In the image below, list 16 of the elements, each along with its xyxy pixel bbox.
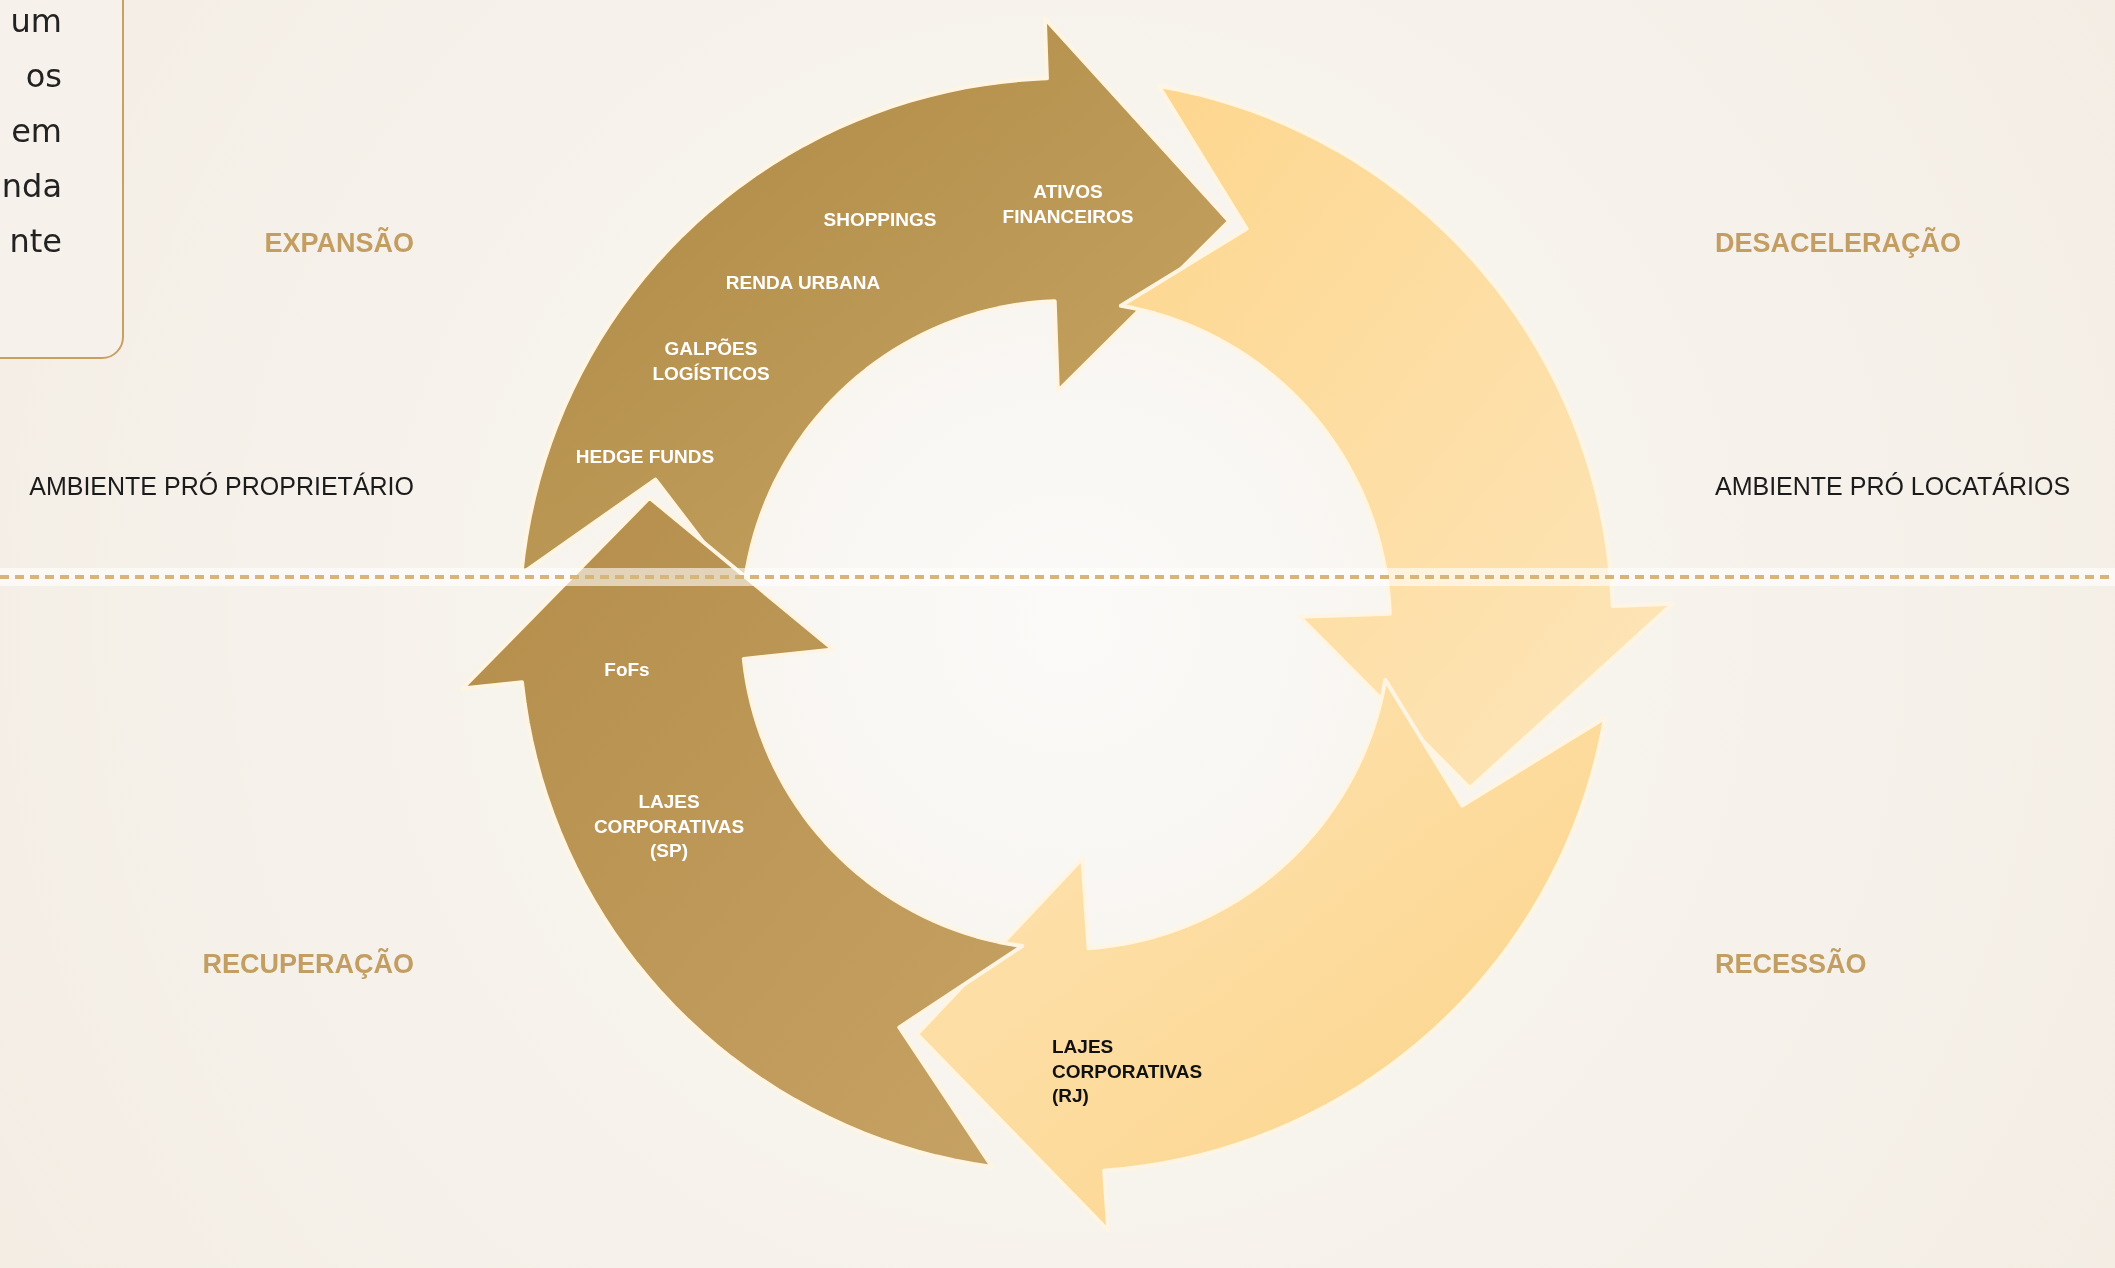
phase-label: EXPANSÃO [264,226,414,261]
phase-label: RECUPERAÇÃO [202,947,414,982]
sector-label: FoFs [603,657,651,682]
environment-label: AMBIENTE PRÓ PROPRIETÁRIO [29,470,414,502]
environment-label: AMBIENTE PRÓ LOCATÁRIOS [1715,470,2071,502]
sector-label: GALPÕES LOGÍSTICOS [651,337,771,386]
phase-label: DESACELERAÇÃO [1715,226,1962,261]
note-text: um os em nda nte [0,1,62,262]
sector-label: RENDA URBANA [724,270,882,295]
sector-label: LAJES CORPORATIVAS (RJ) [1052,1034,1204,1109]
sector-label: LAJES CORPORATIVAS (SP) [592,789,746,864]
phase-label: RECESSÃO [1715,947,1867,982]
sector-label: ATIVOS FINANCEIROS [1001,180,1135,229]
sector-label: SHOPPINGS [822,207,938,232]
note-box [0,0,124,359]
sector-label: HEDGE FUNDS [574,444,716,469]
